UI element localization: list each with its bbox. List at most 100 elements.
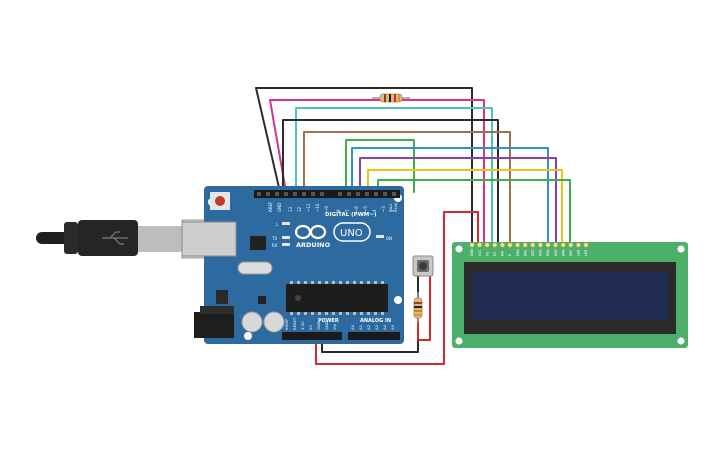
power-pin-label: RESET bbox=[292, 317, 297, 330]
lcd-pin[interactable] bbox=[515, 242, 521, 248]
lcd-pin-label: E bbox=[508, 254, 512, 256]
power-pin-label: GND bbox=[316, 321, 321, 330]
lcd-pin-label: DB0 bbox=[516, 249, 520, 256]
wire-purple[interactable] bbox=[359, 157, 557, 245]
lcd-pin[interactable] bbox=[469, 242, 475, 248]
lcd-pin-label: LED bbox=[584, 249, 588, 256]
digital-header[interactable] bbox=[254, 190, 400, 198]
wire-blue[interactable] bbox=[351, 147, 549, 245]
lcd-screen bbox=[472, 272, 668, 320]
analog-header[interactable] bbox=[348, 332, 400, 340]
aref-label: AREF bbox=[268, 201, 273, 212]
chip-pins bbox=[290, 281, 384, 315]
wire-red-2[interactable] bbox=[417, 261, 431, 341]
lcd-pin[interactable] bbox=[492, 242, 498, 248]
digital-pin-label: ~3 bbox=[381, 206, 386, 212]
lcd-mount-hole bbox=[455, 245, 463, 253]
lcd-pin-label: DB7 bbox=[569, 249, 573, 256]
regulator bbox=[216, 290, 228, 304]
digital-pin-label: 2 bbox=[390, 209, 395, 212]
digital-pin-label: RX◂0 bbox=[394, 203, 398, 212]
lcd-mount-hole bbox=[677, 337, 685, 345]
resistor-top[interactable] bbox=[372, 93, 410, 103]
power-pin-label: 5V bbox=[308, 325, 313, 330]
usb-jack bbox=[181, 221, 237, 257]
lcd-pin-label: DB5 bbox=[554, 249, 558, 256]
wire-cyan[interactable] bbox=[295, 107, 493, 245]
lcd-pin-label: GND bbox=[470, 248, 474, 256]
crystal bbox=[237, 261, 273, 275]
lcd-pin[interactable] bbox=[530, 242, 536, 248]
digital-pin-label: ~10 bbox=[315, 203, 320, 212]
digital-label: DIGITAL (PWM~) bbox=[325, 212, 377, 218]
lcd-pin[interactable] bbox=[484, 242, 490, 248]
lcd-mount-hole bbox=[677, 245, 685, 253]
wire-pink[interactable] bbox=[269, 99, 485, 245]
small-chip bbox=[258, 296, 266, 304]
wire-yellow[interactable] bbox=[367, 169, 563, 245]
push-button[interactable] bbox=[412, 255, 434, 277]
chip-dot bbox=[295, 295, 301, 301]
lcd-pin-label: LED bbox=[577, 249, 581, 256]
arduino-logo: ARDUINO UNO bbox=[294, 222, 371, 249]
lcd-pin[interactable] bbox=[507, 242, 513, 248]
capacitor bbox=[263, 311, 285, 333]
analog-label: ANALOG IN bbox=[360, 318, 391, 324]
arduino-board[interactable]: AREF GND DIGITAL (PWM~) ARDUINO UNO L TX… bbox=[181, 186, 404, 344]
analog-pin-label: A2 bbox=[366, 324, 371, 330]
lcd-pin[interactable] bbox=[553, 242, 559, 248]
analog-pin-label: A0 bbox=[350, 324, 355, 330]
mount-hole bbox=[244, 332, 252, 340]
analog-pin-label: A1 bbox=[358, 324, 363, 330]
wire-black-2[interactable] bbox=[282, 119, 499, 245]
on-label: ON bbox=[386, 236, 392, 241]
model-label: UNO bbox=[340, 228, 363, 239]
lcd-pin[interactable] bbox=[545, 242, 551, 248]
digital-pin-label: ~11 bbox=[306, 203, 311, 212]
wire-red[interactable] bbox=[315, 211, 479, 365]
l-label: L bbox=[276, 222, 279, 227]
digital-pin-label: ~5 bbox=[363, 206, 368, 212]
lcd-pin-label: DB2 bbox=[531, 249, 535, 256]
lcd-pin-label: DB4 bbox=[546, 249, 550, 256]
lcd-pin[interactable] bbox=[522, 242, 528, 248]
lcd-pin[interactable] bbox=[575, 242, 581, 248]
power-header[interactable] bbox=[282, 332, 342, 340]
capacitor bbox=[241, 311, 263, 333]
reset-button-cap[interactable] bbox=[215, 196, 225, 206]
wire-brown[interactable] bbox=[303, 131, 511, 245]
power-pin-label: GND bbox=[324, 321, 329, 330]
lcd-pin[interactable] bbox=[477, 242, 483, 248]
lcd-pin-label: RS bbox=[493, 252, 497, 256]
lcd-pin[interactable] bbox=[537, 242, 543, 248]
lcd-pin[interactable] bbox=[583, 242, 589, 248]
digital-pin-label: 12 bbox=[297, 206, 302, 212]
lcd-pin-label: RW bbox=[501, 250, 505, 256]
wire-green[interactable] bbox=[345, 139, 415, 193]
lcd-mount-hole bbox=[455, 337, 463, 345]
digital-pin-label: 8 bbox=[336, 209, 341, 212]
usb-icon bbox=[102, 231, 128, 245]
lcd-pin-label: DB6 bbox=[561, 249, 565, 256]
model-badge bbox=[333, 222, 371, 242]
barrel-jack bbox=[194, 312, 234, 338]
lcd-pin[interactable] bbox=[568, 242, 574, 248]
wire-black-top[interactable] bbox=[255, 87, 473, 245]
lcd-pin[interactable] bbox=[560, 242, 566, 248]
digital-pin-label: ~9 bbox=[324, 206, 329, 212]
microcontroller-chip bbox=[286, 284, 388, 312]
barrel-jack-top bbox=[200, 306, 234, 314]
power-label: POWER bbox=[318, 318, 339, 324]
lcd-pin[interactable] bbox=[499, 242, 505, 248]
gnd-label: GND bbox=[277, 203, 282, 212]
resistor-vertical[interactable] bbox=[413, 292, 423, 322]
digital-pin-label: 4 bbox=[372, 209, 377, 212]
digital-pin-label: ~6 bbox=[354, 206, 359, 212]
digital-pin-label: 7 bbox=[345, 209, 350, 212]
